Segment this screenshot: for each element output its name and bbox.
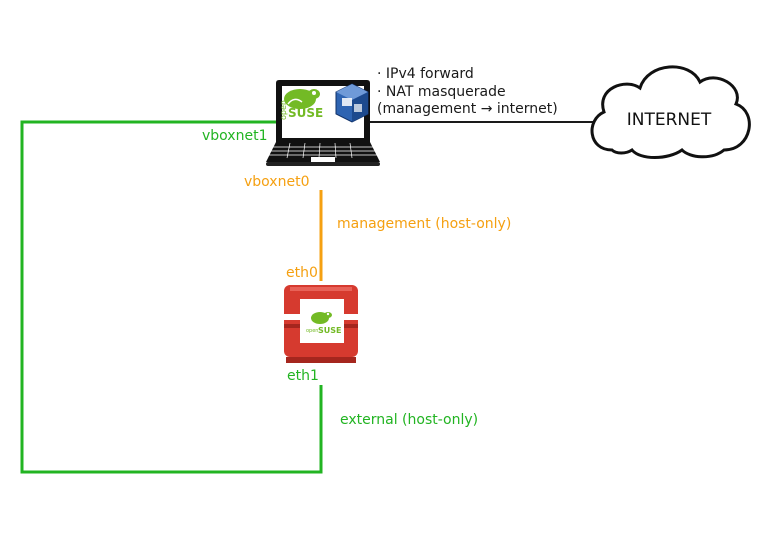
- openstack-icon: [284, 285, 358, 363]
- host-note-management-internet: (management → internet): [377, 101, 558, 117]
- external-link-line: [20, 120, 323, 474]
- management-network-label: management (host-only): [337, 216, 511, 232]
- vboxnet1-label: vboxnet1: [202, 128, 267, 144]
- external-network-label: external (host-only): [340, 412, 478, 428]
- vboxnet0-label: vboxnet0: [244, 174, 309, 190]
- host-note-nat-masquerade: · NAT masquerade: [377, 84, 506, 100]
- eth1-label: eth1: [287, 368, 319, 384]
- host-logo-open-text: open: [279, 100, 288, 120]
- virtualbox-icon: [335, 83, 369, 123]
- node-logo-suse-text: SUSE: [318, 326, 341, 335]
- opensuse-logo-icon: [284, 89, 320, 109]
- node-logo-open-text: open: [306, 328, 318, 334]
- eth0-label: eth0: [286, 265, 318, 281]
- internet-label: INTERNET: [627, 110, 712, 130]
- host-logo-suse-text: SUSE: [288, 106, 323, 120]
- host-note-ipv4-forward: · IPv4 forward: [377, 66, 474, 82]
- node-opensuse-logo-icon: [311, 312, 332, 324]
- cloud-icon: [590, 65, 751, 159]
